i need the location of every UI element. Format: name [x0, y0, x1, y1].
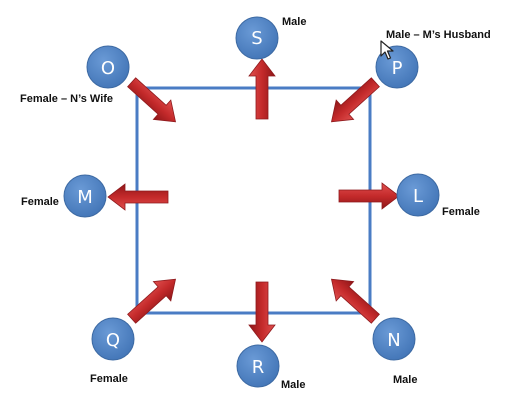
person-l-letter: L: [413, 186, 423, 207]
arrow-q-inward: [127, 278, 177, 324]
person-q: Q: [91, 317, 135, 361]
person-m-note: Female: [21, 196, 59, 208]
arrow-m-outward: [107, 183, 169, 211]
arrow-o-inward: [127, 77, 177, 123]
person-n-letter: N: [387, 330, 400, 351]
arrow-p-inward: [330, 77, 380, 123]
person-p-note: Male – M’s Husband: [386, 29, 491, 41]
mouse-cursor-icon: [380, 40, 394, 60]
person-q-note: Female: [90, 373, 128, 385]
person-o-letter: O: [101, 58, 115, 79]
arrow-n-inward: [330, 278, 380, 324]
person-o-note: Female – N’s Wife: [20, 93, 113, 105]
arrow-l-outward: [338, 182, 400, 210]
person-s-letter: S: [251, 28, 262, 49]
person-n-note: Male: [393, 374, 417, 386]
person-l: L: [396, 173, 440, 217]
person-m: M: [63, 174, 107, 218]
person-s-note: Male: [282, 16, 306, 28]
person-s: S: [235, 16, 279, 60]
person-o: O: [86, 45, 130, 89]
arrow-r-outward: [248, 281, 276, 343]
person-n: N: [372, 317, 416, 361]
person-l-note: Female: [442, 206, 480, 218]
person-m-letter: M: [77, 187, 93, 208]
person-r-note: Male: [281, 379, 305, 391]
person-q-letter: Q: [106, 330, 120, 351]
arrow-s-outward: [248, 58, 276, 120]
person-p-letter: P: [392, 58, 403, 79]
person-r: R: [236, 344, 280, 388]
person-r-letter: R: [252, 357, 265, 378]
